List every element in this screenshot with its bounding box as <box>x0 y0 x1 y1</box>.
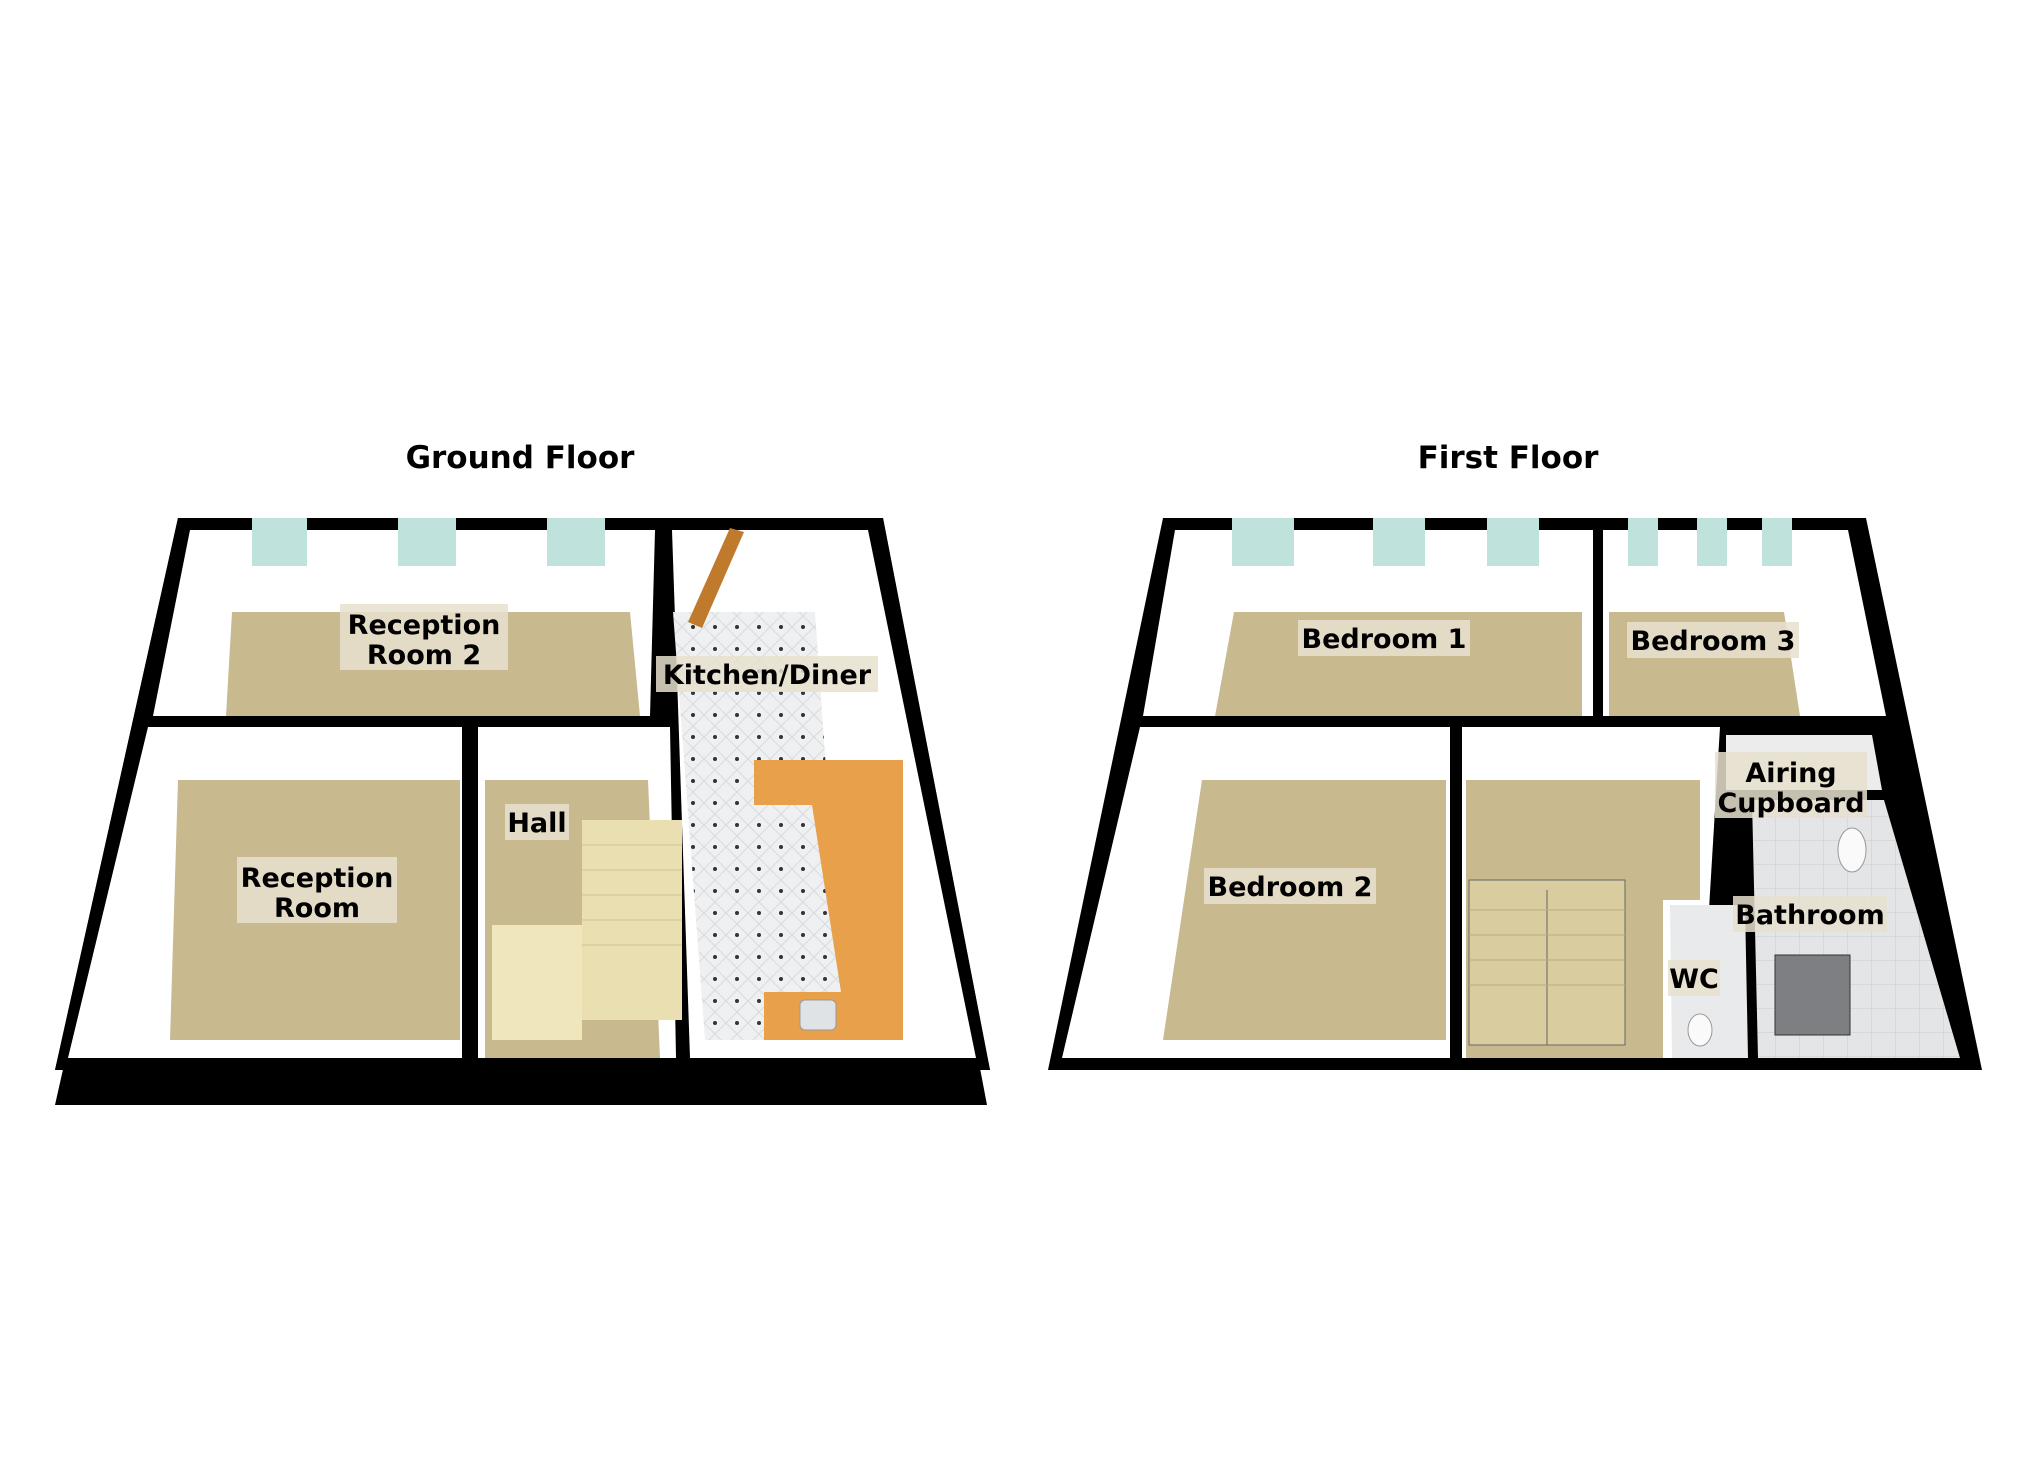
label-bedroom-1: Bedroom 1 <box>1302 624 1467 655</box>
staircase <box>1468 879 1626 1046</box>
window <box>252 518 307 566</box>
label-reception-room-2-line2: Room 2 <box>367 640 481 671</box>
window <box>1628 518 1658 566</box>
window <box>1232 518 1294 566</box>
bedroom-2-floor <box>1163 780 1446 1040</box>
window <box>1762 518 1792 566</box>
kitchen-floor <box>673 612 845 1040</box>
window <box>1697 518 1727 566</box>
kitchen-worktop <box>754 760 903 1040</box>
label-hall: Hall <box>507 808 566 839</box>
window <box>1373 518 1425 566</box>
window <box>547 518 605 566</box>
label-airing-cupboard-line2: Cupboard <box>1717 788 1864 819</box>
ground-floor-title: Ground Floor <box>406 440 636 476</box>
sink-icon <box>799 999 837 1031</box>
bath-icon <box>1774 954 1851 1036</box>
basin-icon <box>1837 827 1867 873</box>
label-wc: WC <box>1669 964 1719 995</box>
staircase <box>492 820 682 1040</box>
toilet-icon <box>1687 1013 1713 1047</box>
label-bedroom-2: Bedroom 2 <box>1208 872 1373 903</box>
window <box>398 518 456 566</box>
label-reception-room-line2: Room <box>274 893 360 924</box>
window <box>1487 518 1539 566</box>
back-door <box>688 528 744 628</box>
first-floor: First Floor Bedro <box>1048 440 1982 1070</box>
label-reception-room-2: Reception <box>348 610 501 641</box>
label-reception-room: Reception <box>241 863 394 894</box>
label-kitchen-diner: Kitchen/Diner <box>663 660 872 691</box>
first-floor-title: First Floor <box>1418 440 1600 476</box>
label-bathroom: Bathroom <box>1735 900 1884 931</box>
label-bedroom-3: Bedroom 3 <box>1631 626 1796 657</box>
ground-floor: Ground Floor <box>55 440 990 1105</box>
label-airing-cupboard: Airing <box>1745 758 1836 789</box>
